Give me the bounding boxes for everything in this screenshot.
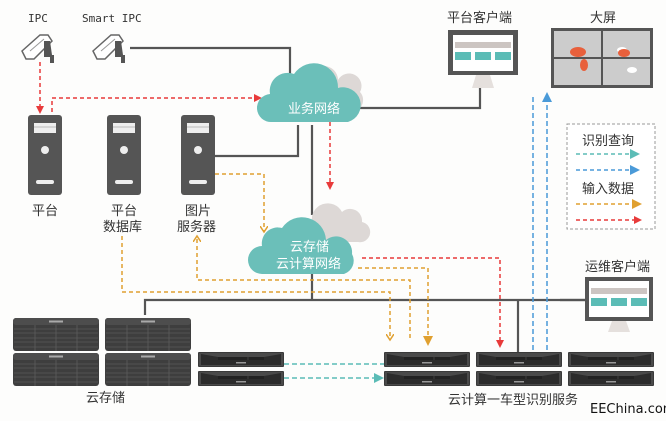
rack-server <box>197 351 285 368</box>
cloud-storage-arrays: 云存储 <box>12 317 192 406</box>
source-rack-servers <box>197 351 285 387</box>
ops-client-label: 运维客户端 <box>585 259 650 275</box>
link-imageserver-business <box>215 125 300 158</box>
rack-server <box>567 370 655 387</box>
monitor-icon <box>448 30 518 88</box>
storage-array <box>12 352 100 387</box>
recognition-service-servers: 云计算一车型识别服务 <box>383 351 655 408</box>
image-server-label-1: 图片 <box>185 204 211 219</box>
flow-storage-recog-2 <box>358 267 433 346</box>
camera-icon <box>21 34 55 64</box>
legend-input-title: 输入数据 <box>582 181 634 197</box>
rack-server <box>383 351 471 368</box>
storage-array <box>12 317 100 352</box>
business-network-label: 业务网络 <box>288 101 340 117</box>
flow-platform-business <box>51 94 262 112</box>
flow-db-recog <box>121 236 390 340</box>
link-smartipc-business <box>130 46 292 78</box>
server-icon <box>27 114 63 196</box>
ops-client: 运维客户端 <box>560 259 653 332</box>
ipc-label: IPC <box>28 12 48 25</box>
query-flows <box>284 92 552 383</box>
network-links <box>130 46 590 352</box>
storage-array <box>104 352 192 387</box>
backbone <box>143 298 590 315</box>
platform-label: 平台 <box>32 204 58 219</box>
storage-array <box>104 317 192 352</box>
rack-server <box>475 351 563 368</box>
legend-query-title: 识别查询 <box>582 134 634 149</box>
cloud-teal-icon <box>256 63 361 123</box>
rack-server <box>197 370 285 387</box>
image-server-label-2: 服务器 <box>177 219 216 235</box>
platform-db-label-2: 数据库 <box>103 219 142 235</box>
orange-data-flows <box>121 173 433 346</box>
server-icon <box>106 114 142 196</box>
storage-network-label-1: 云存储 <box>290 240 329 255</box>
link-business-client <box>355 88 482 110</box>
recognition-service-label: 云计算一车型识别服务 <box>448 392 578 408</box>
business-network-cloud: 业务网络 <box>256 63 364 123</box>
camera-icon <box>92 34 126 64</box>
platform-db-label-1: 平台 <box>111 204 137 219</box>
smart-ipc-label: Smart IPC <box>82 12 142 25</box>
smart-ipc-camera: Smart IPC <box>82 12 142 64</box>
monitor-icon <box>585 277 653 332</box>
platform-db-server: 平台 数据库 <box>103 114 142 235</box>
platform-client-label: 平台客户端 <box>447 10 512 26</box>
server-icon <box>180 114 216 196</box>
flow-imageserver-storage <box>215 173 264 232</box>
rack-server <box>383 370 471 387</box>
legend-box <box>566 123 656 230</box>
storage-network-label-2: 云计算网络 <box>276 256 341 272</box>
big-screen-label: 大屏 <box>590 11 616 26</box>
big-screen: 大屏 <box>551 11 653 88</box>
ipc-camera: IPC <box>21 12 55 64</box>
image-server: 图片 服务器 <box>177 114 216 235</box>
red-data-flows <box>36 62 504 348</box>
legend: 识别查询 输入数据 <box>566 123 656 230</box>
platform-server: 平台 <box>27 114 63 219</box>
cloud-storage-label: 云存储 <box>86 391 125 406</box>
platform-client: 平台客户端 <box>447 10 518 88</box>
flow-storage-recog <box>362 257 504 348</box>
cloud-storage-network-cloud: 云存储 云计算网络 <box>248 203 371 274</box>
watermark: EEChina.com <box>590 402 666 417</box>
cloud-gray-icon <box>311 203 371 243</box>
flow-recog-imageserver <box>197 236 411 338</box>
video-wall-icon <box>551 28 653 88</box>
rack-server <box>567 351 655 368</box>
rack-server <box>475 370 563 387</box>
cloud-teal-icon <box>248 217 354 274</box>
